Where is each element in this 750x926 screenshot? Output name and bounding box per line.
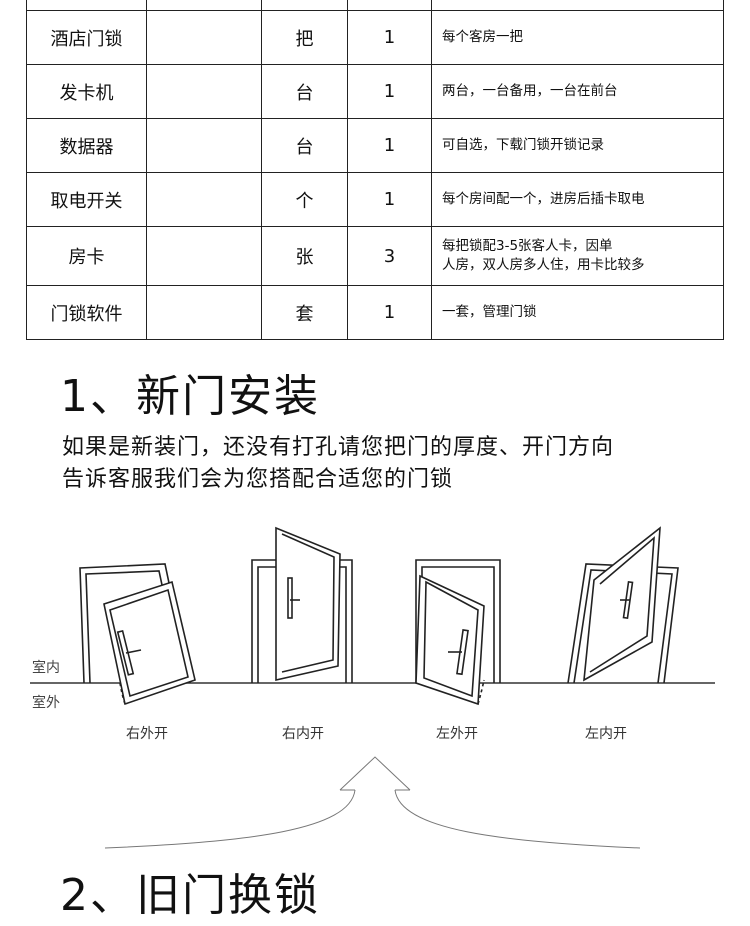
table-row: 酒店门锁 把 1 每个客房一把 xyxy=(27,10,723,64)
door-label: 左外开 xyxy=(436,725,478,741)
item-name: 发卡机 xyxy=(59,82,114,104)
item-note: 可自选，下载门锁开锁记录 xyxy=(431,119,723,172)
section1-text: 如果是新装门，还没有打孔请您把门的厚度、开门方向 告诉客服我们会为您搭配合适您的… xyxy=(62,432,722,496)
item-qty: 3 xyxy=(347,227,431,285)
item-unit: 把 xyxy=(261,11,347,64)
item-unit: 个 xyxy=(261,173,347,226)
item-unit: 张 xyxy=(261,227,347,285)
item-model xyxy=(146,286,261,339)
door-left-inward-icon xyxy=(567,526,679,684)
section1-text-line: 如果是新装门，还没有打孔请您把门的厚度、开门方向 xyxy=(62,435,615,460)
item-name: 数据器 xyxy=(59,136,114,158)
note-line: 每把锁配3-5张客人卡，因单 xyxy=(442,238,613,254)
item-qty: 1 xyxy=(347,11,431,64)
item-unit: 套 xyxy=(261,286,347,339)
item-note: 一套，管理门锁 xyxy=(431,286,723,339)
table-row: 取电开关 个 1 每个房间配一个，进房后插卡取电 xyxy=(27,172,723,226)
door-opening-diagram: 室内 室外 右外开 右内开 左外开 左内开 xyxy=(30,526,715,849)
table-row: 数据器 台 1 可自选，下载门锁开锁记录 xyxy=(27,118,723,172)
item-name: 房卡 xyxy=(68,247,105,268)
indoor-label: 室内 xyxy=(32,659,60,675)
section2-title: 2、旧门换锁 xyxy=(60,870,320,921)
table-row: 门锁软件 套 1 一套，管理门锁 xyxy=(27,285,723,339)
item-name: 酒店门锁 xyxy=(50,28,123,50)
up-arrow-icon xyxy=(104,756,641,849)
door-label: 右内开 xyxy=(282,725,324,741)
item-note: 两台，一台备用，一台在前台 xyxy=(431,65,723,118)
item-model xyxy=(146,11,261,64)
item-name: 取电开关 xyxy=(50,190,123,212)
item-model xyxy=(146,173,261,226)
item-note: 每个客房一把 xyxy=(431,11,723,64)
item-note: 每个房间配一个，进房后插卡取电 xyxy=(431,173,723,226)
item-model xyxy=(146,227,261,285)
item-qty: 1 xyxy=(347,65,431,118)
door-right-inward-icon xyxy=(251,526,353,683)
table-top-row xyxy=(27,0,723,10)
item-qty: 1 xyxy=(347,173,431,226)
item-model xyxy=(146,65,261,118)
note-line: 人房，双人房多人住，用卡比较多 xyxy=(442,257,645,273)
item-unit: 台 xyxy=(261,119,347,172)
door-left-outward-icon xyxy=(415,559,501,706)
item-name: 门锁软件 xyxy=(50,303,123,325)
table-row: 发卡机 台 1 两台，一台备用，一台在前台 xyxy=(27,64,723,118)
door-right-outward-icon xyxy=(79,563,196,706)
outdoor-label: 室外 xyxy=(32,694,60,710)
accessories-table: 酒店门锁 把 1 每个客房一把 发卡机 台 1 两台，一台备用，一台在前台 数据… xyxy=(26,0,724,340)
section1-title: 1、新门安装 xyxy=(60,371,320,422)
door-label: 右外开 xyxy=(126,725,168,741)
table-row: 房卡 张 3 每把锁配3-5张客人卡，因单 人房，双人房多人住，用卡比较多 xyxy=(27,226,723,285)
item-model xyxy=(146,119,261,172)
section1-text-line: 告诉客服我们会为您搭配合适您的门锁 xyxy=(62,467,454,492)
item-unit: 台 xyxy=(261,65,347,118)
item-qty: 1 xyxy=(347,119,431,172)
item-note: 每把锁配3-5张客人卡，因单 人房，双人房多人住，用卡比较多 xyxy=(431,227,723,285)
item-qty: 1 xyxy=(347,286,431,339)
door-label: 左内开 xyxy=(585,725,627,741)
